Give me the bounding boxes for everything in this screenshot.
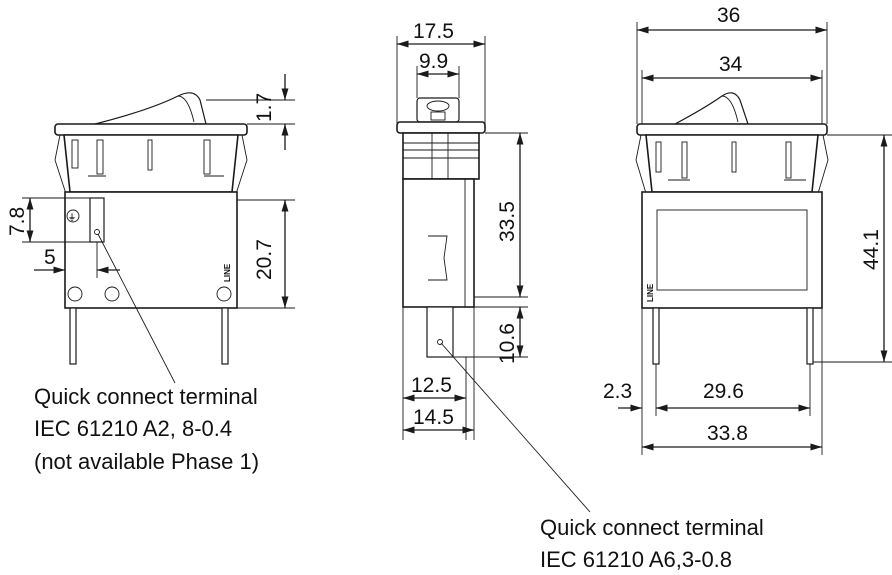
- side-view-left: ⏚ LINE 1.7 20.7 7.8 5: [6, 74, 295, 384]
- left-note-line-1: Quick connect terminal: [34, 384, 258, 409]
- dim-rocker-width-face: 34: [719, 53, 743, 76]
- line-label-left: LINE: [223, 263, 232, 282]
- ground-symbol: ⏚: [68, 213, 76, 222]
- left-note-line-2: IEC 61210 A2, 8-0.4: [34, 416, 232, 441]
- dim-pin-offset: 2.3: [603, 380, 632, 403]
- left-note-line-3: (not available Phase 1): [34, 449, 259, 474]
- dim-terminal-offset: 5: [44, 246, 56, 269]
- dim-rocker-width: 9.9: [419, 50, 448, 73]
- dim-body-lower-height: 20.7: [253, 239, 276, 280]
- dim-terminal-length: 10.6: [496, 323, 519, 364]
- dim-body-height: 33.5: [496, 201, 519, 242]
- center-note-line-2: IEC 61210 A6,3-0.8: [540, 547, 732, 572]
- dim-rocker-height: 1.7: [253, 93, 276, 122]
- line-label-right: LINE: [646, 283, 655, 302]
- dim-total-height: 44.1: [860, 229, 883, 270]
- edge-view-center: 17.5 9.9 33.5 10.6 12.5 14.5: [396, 20, 591, 513]
- left-terminal-note: Quick connect terminal IEC 61210 A2, 8-0…: [34, 384, 259, 474]
- dim-width-bottom-inner: 12.5: [411, 374, 452, 397]
- center-terminal-note: Quick connect terminal IEC 61210 A6,3-0.…: [540, 515, 764, 572]
- dim-terminal-height: 7.8: [6, 207, 29, 236]
- dim-body-width: 33.8: [707, 422, 748, 445]
- dim-pin-spacing: 29.6: [703, 380, 744, 403]
- center-note-line-1: Quick connect terminal: [540, 515, 764, 540]
- dim-bezel-width: 36: [717, 4, 740, 27]
- face-view-right: LINE 36 34 44.1 2.3 29.6 33.8: [603, 4, 892, 455]
- dim-width-bottom-outer: 14.5: [413, 406, 454, 429]
- dim-width-top: 17.5: [413, 20, 454, 43]
